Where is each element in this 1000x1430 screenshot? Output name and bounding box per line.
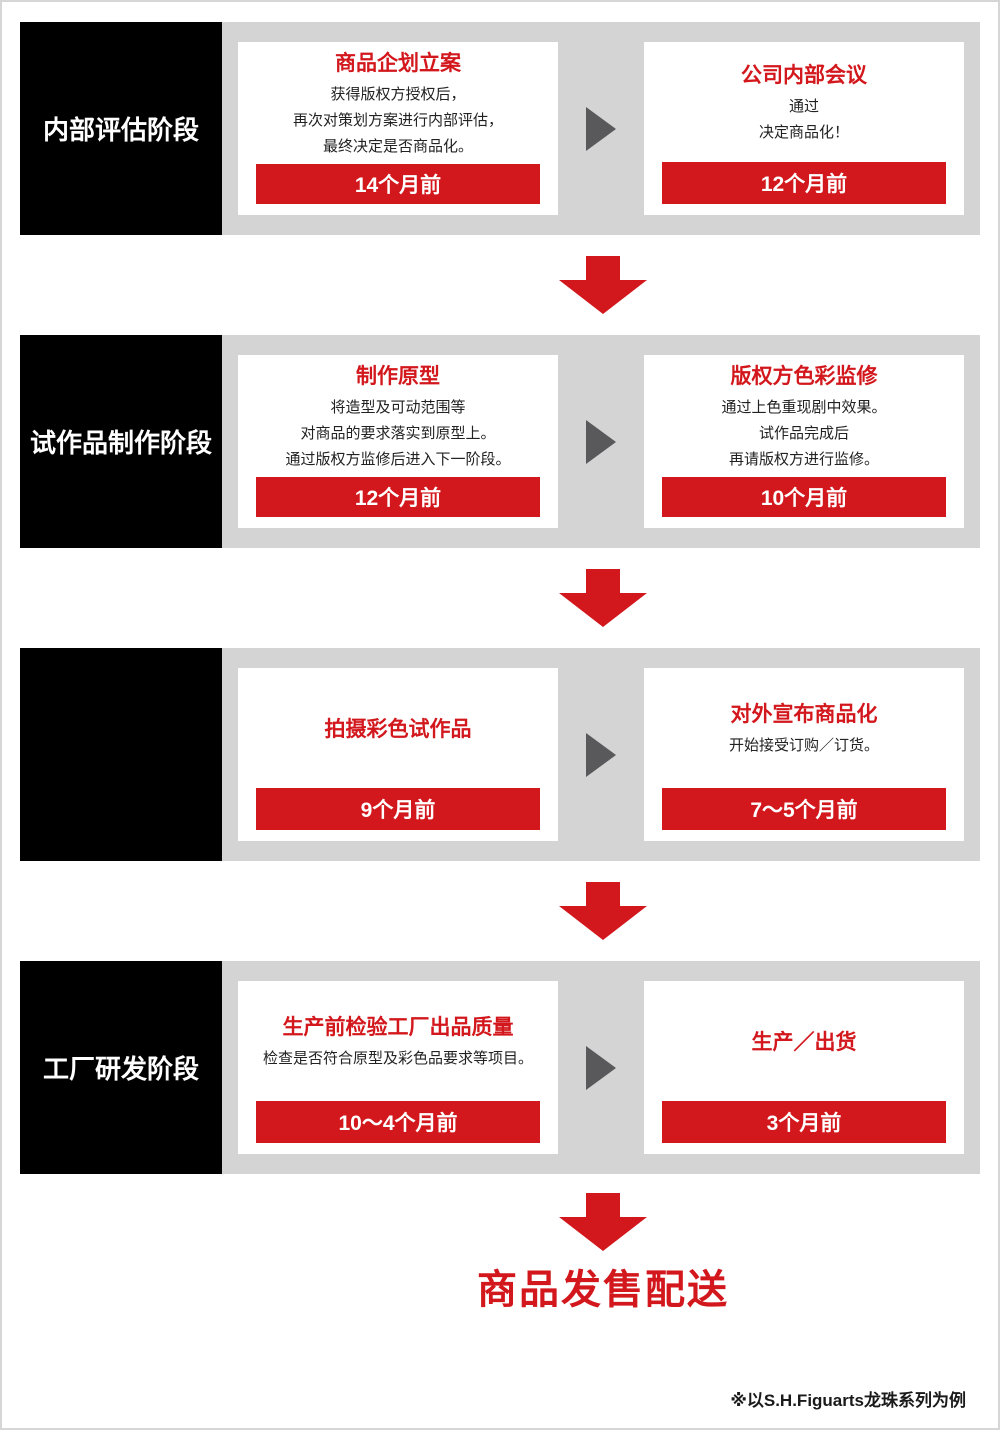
step-description-line: 试作品完成后: [758, 425, 849, 442]
timeline-badge: 9个月前: [256, 788, 540, 830]
stage-content: 制作原型 将造型及可动范围等 对商品的要求落实到原型上。 通过版权方监修后进入下…: [222, 335, 980, 548]
step-card: 商品企划立案 获得版权方授权后， 再次对策划方案进行内部评估， 最终决定是否商品…: [238, 42, 558, 215]
right-arrow-icon: [586, 106, 616, 151]
stage-row-factory: 工厂研发阶段 生产前检验工厂出品质量 检查是否符合原型及彩色品要求等项目。 10…: [20, 961, 980, 1174]
step-description-line: 获得版权方授权后，: [330, 86, 466, 103]
final-arrow: [222, 1192, 984, 1252]
step-description: 通过 决定商品化！: [759, 94, 849, 146]
stage-label: 工厂研发阶段: [20, 961, 222, 1174]
step-description-line: 对商品的要求落实到原型上。: [300, 425, 496, 442]
step-card: 对外宣布商品化 开始接受订购／订货。 7～5个月前: [644, 668, 964, 841]
final-title: 商品发售配送: [477, 1268, 729, 1312]
timeline-badge: 10个月前: [662, 477, 946, 517]
down-arrow-icon: [559, 569, 647, 627]
step-description-line: 再次对策划方案进行内部评估，: [292, 112, 503, 129]
step-card: 版权方色彩监修 通过上色重现剧中效果。 试作品完成后 再请版权方进行监修。 10…: [644, 355, 964, 528]
step-description-line: 决定商品化！: [758, 124, 849, 141]
step-description: 将造型及可动范围等 对商品的要求落实到原型上。 通过版权方监修后进入下一阶段。: [285, 395, 510, 473]
timeline-badge: 10～4个月前: [256, 1101, 540, 1143]
step-title: 生产前检验工厂出品质量: [282, 1016, 514, 1039]
step-title: 版权方色彩监修: [730, 365, 878, 388]
step-description-line: 通过上色重现剧中效果。: [721, 399, 887, 416]
step-card: 生产／出货 3个月前: [644, 981, 964, 1154]
step-description-line: 通过版权方监修后进入下一阶段。: [285, 451, 511, 468]
step-card: 公司内部会议 通过 决定商品化！ 12个月前: [644, 42, 964, 215]
down-arrow-icon: [559, 256, 647, 314]
stage-label: 试作品制作阶段: [20, 335, 222, 548]
step-title: 商品企划立案: [335, 52, 461, 75]
right-arrow-icon: [586, 1045, 616, 1090]
step-card: 制作原型 将造型及可动范围等 对商品的要求落实到原型上。 通过版权方监修后进入下…: [238, 355, 558, 528]
stage-content: 商品企划立案 获得版权方授权后， 再次对策划方案进行内部评估， 最终决定是否商品…: [222, 22, 980, 235]
down-arrow-icon: [559, 882, 647, 940]
stage-row-announcement: 拍摄彩色试作品 9个月前 对外宣布商品化 开始接受订购／订货。 7～5个月前: [20, 648, 980, 861]
stage-gap: [222, 548, 984, 648]
step-card-main: 商品企划立案 获得版权方授权后， 再次对策划方案进行内部评估， 最终决定是否商品…: [238, 42, 558, 164]
stage-label: [20, 648, 222, 861]
step-description: 通过上色重现剧中效果。 试作品完成后 再请版权方进行监修。: [721, 395, 886, 473]
step-description: 检查是否符合原型及彩色品要求等项目。: [263, 1046, 533, 1072]
step-title: 制作原型: [356, 365, 440, 388]
step-title: 公司内部会议: [741, 64, 867, 87]
stage-row-internal-evaluation: 内部评估阶段 商品企划立案 获得版权方授权后， 再次对策划方案进行内部评估， 最…: [20, 22, 980, 235]
step-card: 拍摄彩色试作品 9个月前: [238, 668, 558, 841]
step-description-line: 检查是否符合原型及彩色品要求等项目。: [262, 1050, 533, 1067]
step-description: 获得版权方授权后， 再次对策划方案进行内部评估， 最终决定是否商品化。: [293, 82, 503, 160]
step-description-line: 再请版权方进行监修。: [728, 451, 879, 468]
timeline-badge: 12个月前: [662, 162, 946, 204]
step-description-line: 通过: [788, 98, 819, 115]
stage-content: 生产前检验工厂出品质量 检查是否符合原型及彩色品要求等项目。 10～4个月前 生…: [222, 961, 980, 1174]
step-description-line: 开始接受订购／订货。: [728, 737, 879, 754]
step-description-line: 将造型及可动范围等: [330, 399, 466, 416]
step-card-main: 生产前检验工厂出品质量 检查是否符合原型及彩色品要求等项目。: [238, 981, 558, 1101]
stage-row-prototype: 试作品制作阶段 制作原型 将造型及可动范围等 对商品的要求落实到原型上。 通过版…: [20, 335, 980, 548]
step-card-main: 生产／出货: [644, 981, 964, 1101]
footnote: ※以S.H.Figuarts龙珠系列为例: [730, 1391, 966, 1410]
right-arrow-icon: [586, 419, 616, 464]
step-title: 生产／出货: [751, 1031, 857, 1054]
timeline-badge: 3个月前: [662, 1101, 946, 1143]
right-arrow-icon: [586, 732, 616, 777]
step-title: 拍摄彩色试作品: [324, 718, 472, 741]
timeline-badge: 7～5个月前: [662, 788, 946, 830]
stage-label: 内部评估阶段: [20, 22, 222, 235]
step-card-main: 对外宣布商品化 开始接受订购／订货。: [644, 668, 964, 788]
step-description-line: 最终决定是否商品化。: [322, 138, 473, 155]
step-card-main: 公司内部会议 通过 决定商品化！: [644, 42, 964, 162]
timeline-badge: 14个月前: [256, 164, 540, 204]
timeline-badge: 12个月前: [256, 477, 540, 517]
down-arrow-icon: [559, 1193, 647, 1251]
step-description: 开始接受订购／订货。: [729, 733, 879, 759]
step-title: 对外宣布商品化: [730, 703, 878, 726]
step-card-main: 制作原型 将造型及可动范围等 对商品的要求落实到原型上。 通过版权方监修后进入下…: [238, 355, 558, 477]
stage-gap: [222, 235, 984, 335]
step-card-main: 拍摄彩色试作品: [238, 668, 558, 788]
step-card-main: 版权方色彩监修 通过上色重现剧中效果。 试作品完成后 再请版权方进行监修。: [644, 355, 964, 477]
stage-gap: [222, 861, 984, 961]
stage-content: 拍摄彩色试作品 9个月前 对外宣布商品化 开始接受订购／订货。 7～5个月前: [222, 648, 980, 861]
step-card: 生产前检验工厂出品质量 检查是否符合原型及彩色品要求等项目。 10～4个月前: [238, 981, 558, 1154]
